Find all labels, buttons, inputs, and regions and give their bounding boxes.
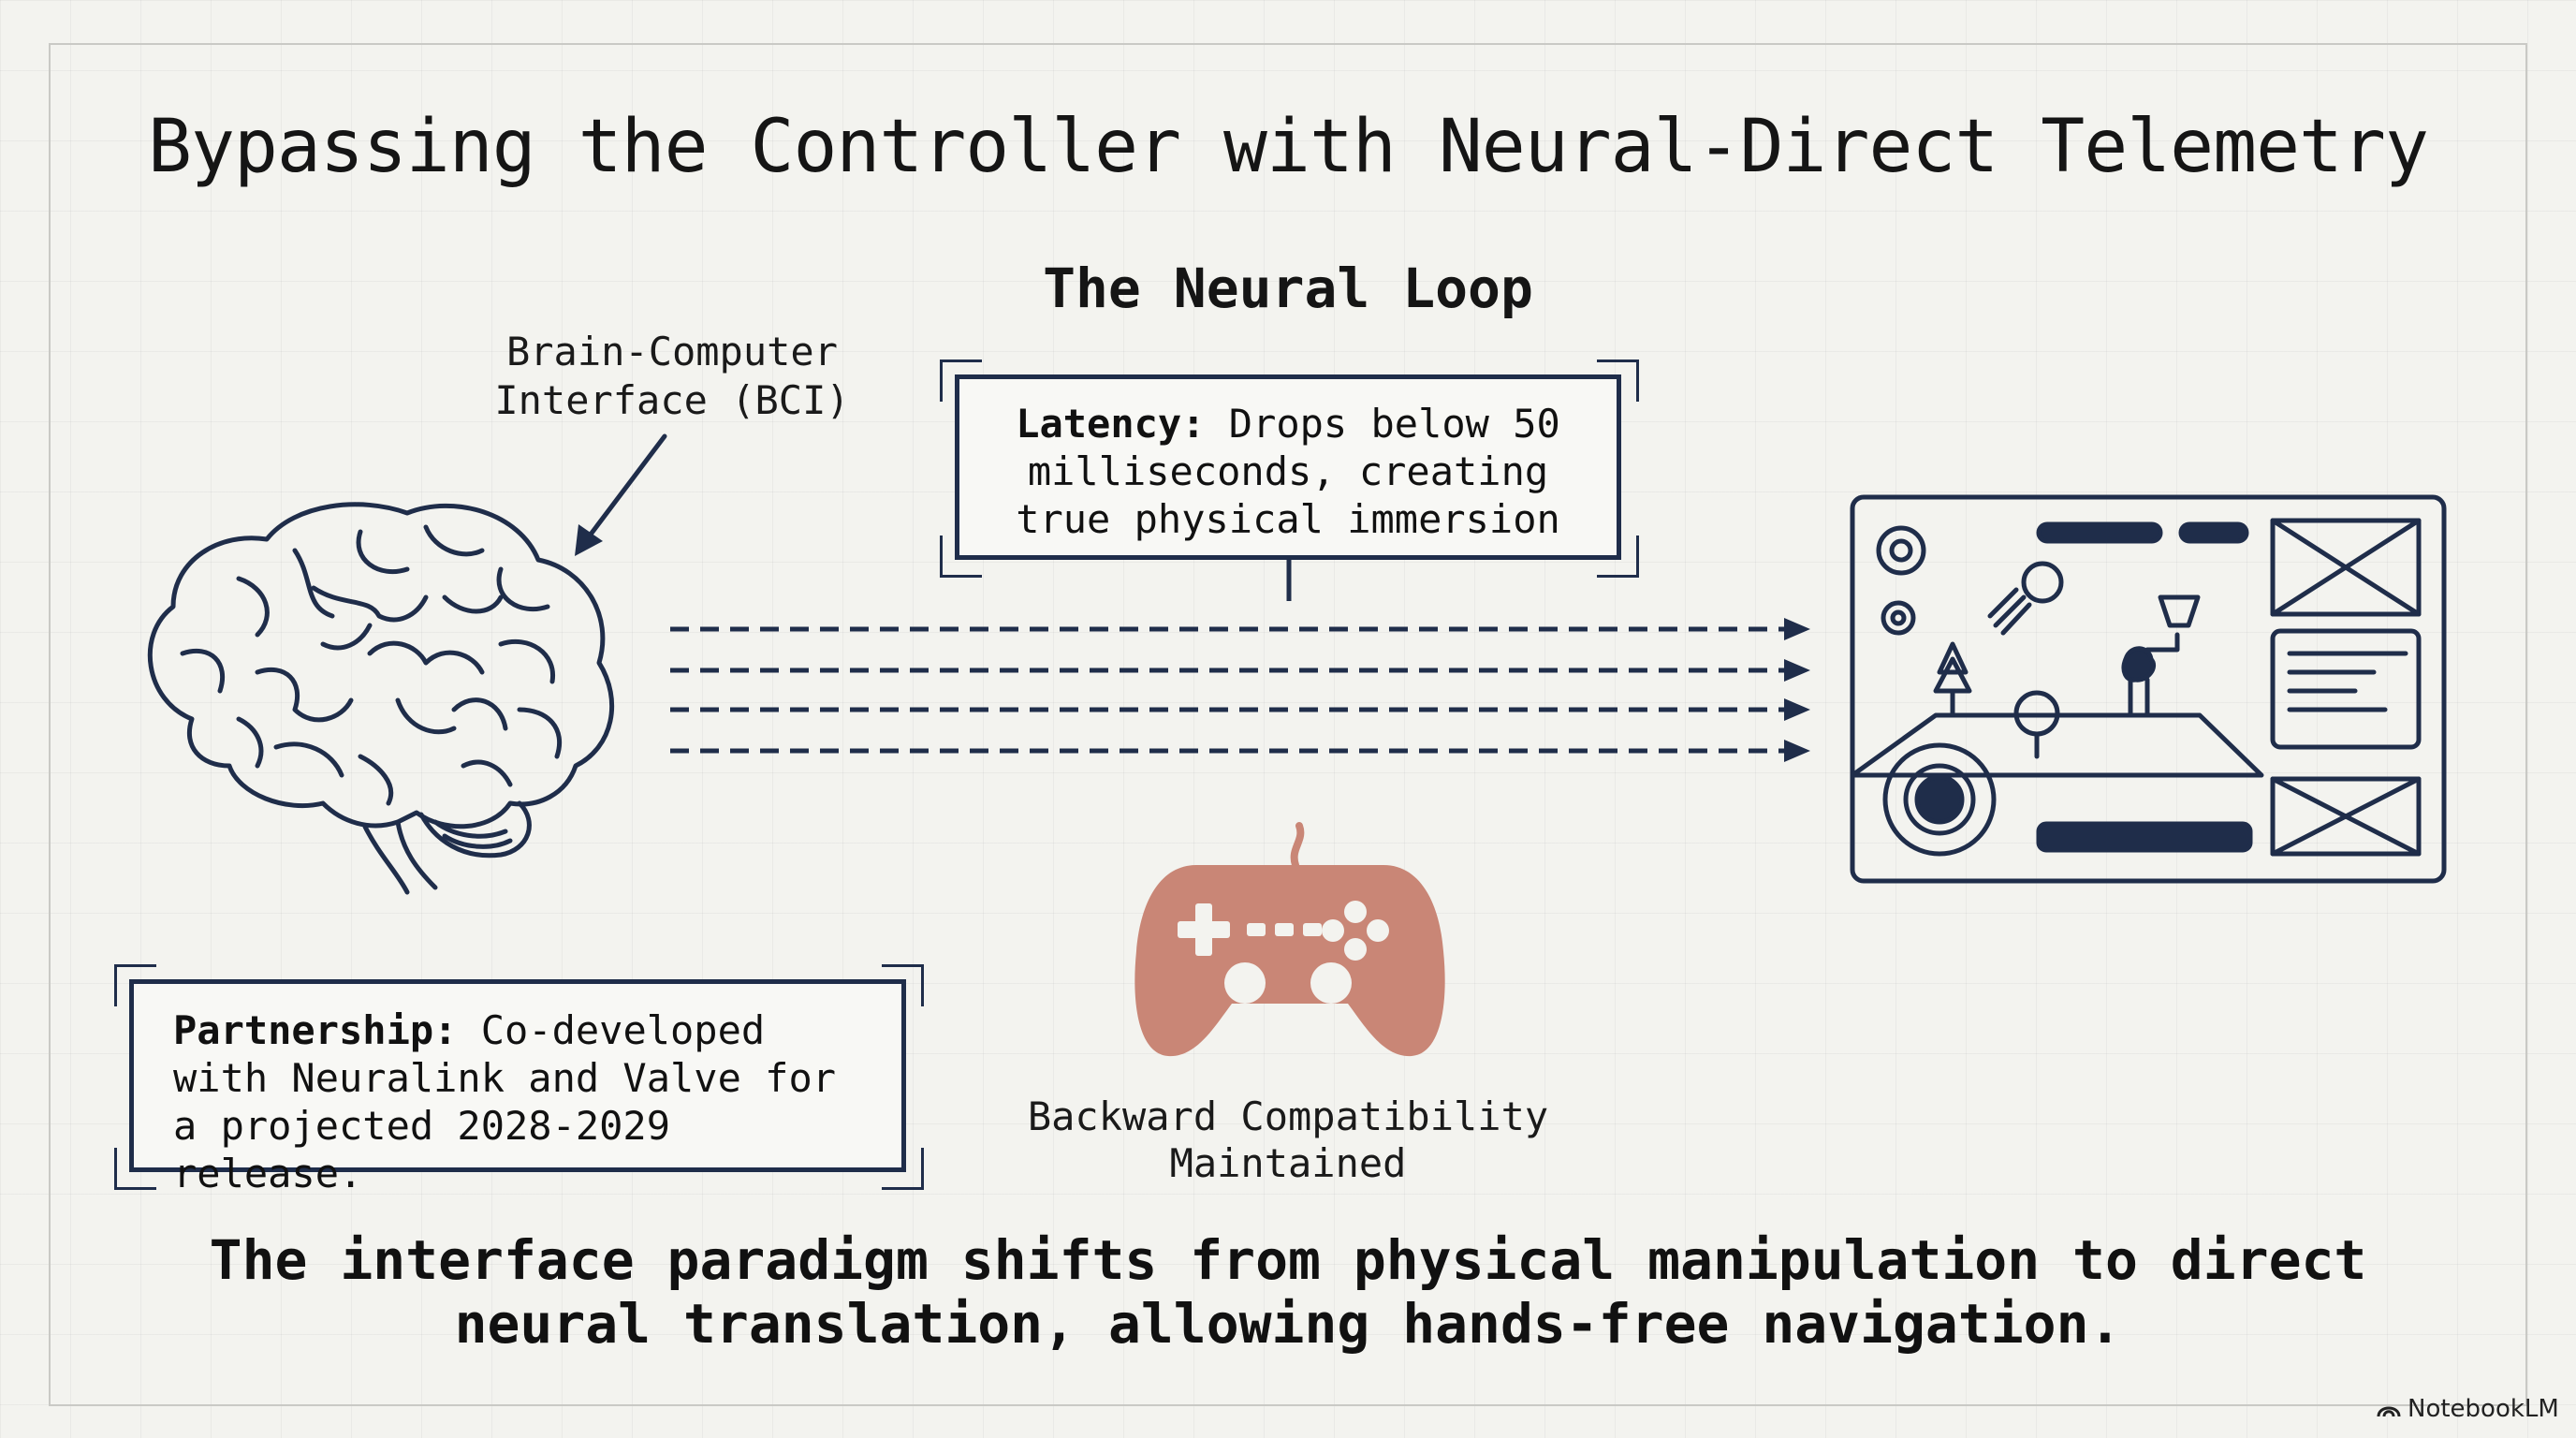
slide-title: Bypassing the Controller with Neural-Dir… [148,105,2429,189]
brain-icon [147,502,615,895]
partnership-label: Partnership: [173,1007,458,1053]
bci-label-line-2: Interface (BCI) [494,377,850,423]
game-screen-icon [1850,494,2447,884]
footer-statement: The interface paradigm shifts from physi… [75,1228,2501,1356]
latency-callout: Latency: Drops below 50 milliseconds, cr… [955,374,1621,560]
latency-connector [1286,560,1292,601]
slide-frame [49,43,2527,1406]
footer-line-2: neural translation, allowing hands-free … [454,1292,2122,1356]
compatibility-label: Backward Compatibility Maintained [992,1093,1584,1187]
partner-bracket-br [882,1148,924,1190]
bci-label: Brain-Computer Interface (BCI) [476,328,869,425]
watermark-text: NotebookLM [2408,1395,2559,1423]
latency-bracket-tl [940,360,982,402]
partnership-callout: Partnership: Co-developed with Neuralink… [129,979,906,1196]
latency-label: Latency: [1016,401,1206,447]
latency-text: Drops below 50 milliseconds, creating tr… [1016,401,1560,542]
gamepad-icon [1134,822,1445,1057]
bci-pointer-arrow-icon [575,433,667,556]
partner-bracket-bl [114,1148,156,1190]
compatibility-line-1: Backward Compatibility [1027,1093,1549,1139]
notebooklm-logo-icon [2377,1406,2401,1417]
watermark: NotebookLM [2376,1395,2559,1423]
signal-arrows [670,618,1810,762]
compatibility-line-2: Maintained [1169,1140,1407,1186]
latency-bracket-bl [940,536,982,578]
bci-label-line-1: Brain-Computer [505,329,838,374]
diagram-subtitle: The Neural Loop [1043,257,1533,320]
partner-bracket-tr [882,964,924,1006]
partner-bracket-tl [114,964,156,1006]
partnership-text: Co-developed with Neuralink and Valve fo… [173,1007,837,1196]
latency-bracket-br [1597,536,1639,578]
footer-line-1: The interface paradigm shifts from physi… [209,1228,2367,1292]
latency-bracket-tr [1597,360,1639,402]
